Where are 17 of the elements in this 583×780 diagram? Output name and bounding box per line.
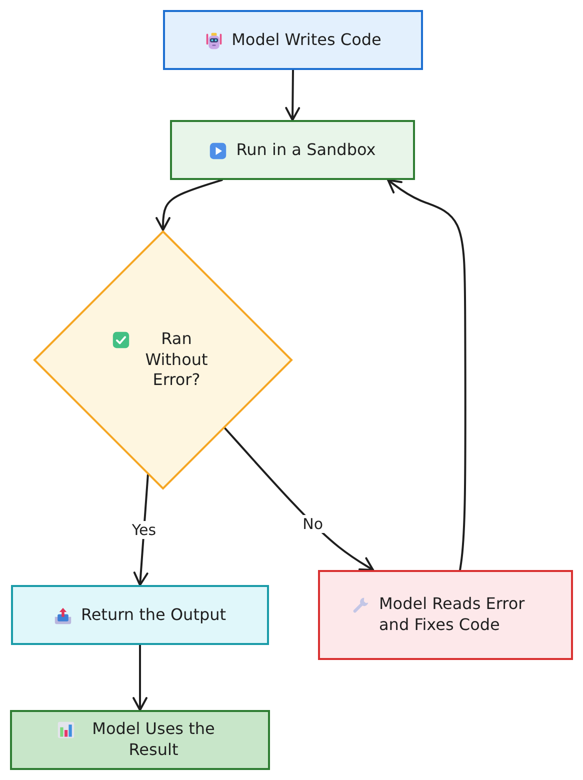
arrow	[156, 179, 223, 231]
step-text: Run in a Sandbox	[236, 140, 376, 160]
arrow	[132, 644, 148, 711]
arrow	[285, 69, 300, 121]
process-box	[170, 120, 415, 180]
step-text: Model Writes Code	[232, 30, 382, 50]
process-box	[318, 570, 573, 660]
process-box	[163, 10, 423, 70]
question-text: Ran Without Error?	[144, 328, 209, 392]
arrow	[387, 179, 466, 571]
process-box	[10, 710, 270, 770]
step-text: Model Uses the Result	[91, 719, 216, 761]
arrow	[224, 427, 374, 571]
step-text: Return the Output	[80, 604, 226, 626]
process-box	[11, 585, 269, 645]
step-text: Model Reads Error and Fixes Code	[379, 594, 526, 636]
decision-diamond	[33, 230, 293, 490]
